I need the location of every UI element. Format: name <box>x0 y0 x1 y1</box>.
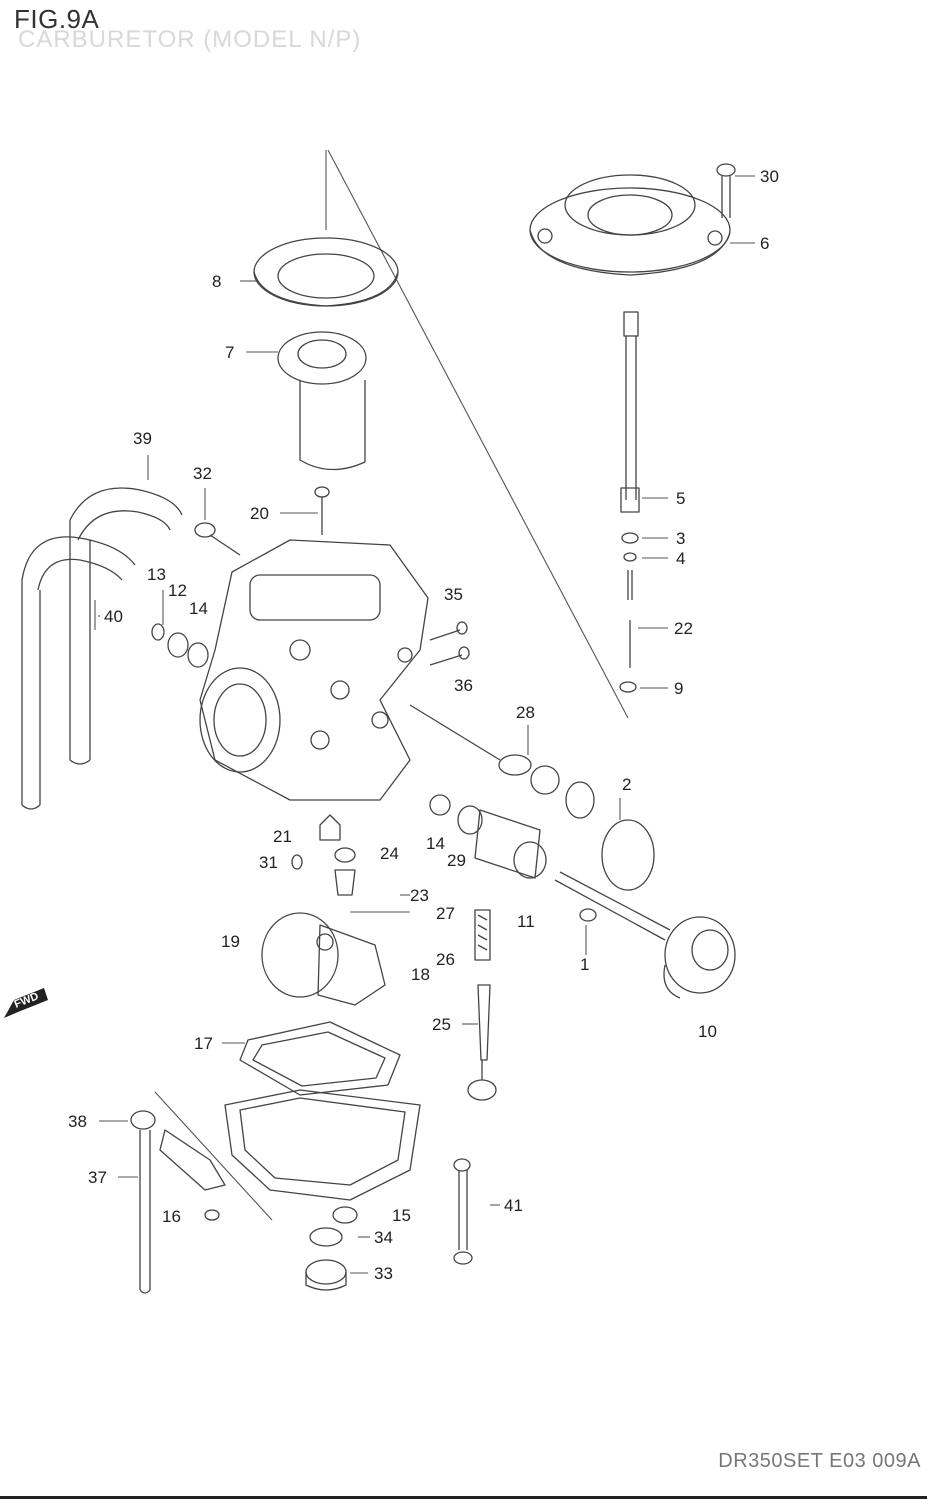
callout-24: 24 <box>380 844 399 863</box>
accelerator-pump-part <box>261 912 386 1006</box>
callout-20: 20 <box>250 504 269 523</box>
callout-39: 39 <box>133 429 152 448</box>
screw-35-part <box>429 621 468 641</box>
callout-33: 33 <box>374 1264 393 1283</box>
spring-11-part <box>429 794 547 879</box>
callout-37: 37 <box>88 1168 107 1187</box>
drain-screw-41-part <box>453 1158 473 1265</box>
figure-title: FIG.9A <box>14 4 100 34</box>
o-rings-part <box>151 623 209 668</box>
callout-18: 18 <box>411 965 430 984</box>
float-bowl-part <box>224 1089 421 1224</box>
throttle-pulley-part <box>663 916 736 999</box>
main-jet-part <box>291 814 356 896</box>
drain-plug-part <box>305 1227 347 1291</box>
callout-34: 34 <box>374 1228 393 1247</box>
callout-16: 16 <box>162 1207 181 1226</box>
throttle-stop-part <box>409 704 595 819</box>
figure-code: DR350SET E03 009A <box>718 1450 921 1472</box>
callout-21: 21 <box>273 827 292 846</box>
fwd-arrow-icon: FWD <box>4 988 48 1018</box>
callout-23: 23 <box>410 886 429 905</box>
figure-subtitle: CARBURETOR (MODEL N/P) <box>18 26 362 53</box>
piston-valve-part <box>277 331 367 471</box>
callout-7: 7 <box>225 343 234 362</box>
callout-2: 2 <box>622 775 631 794</box>
hose-39-part <box>69 487 183 765</box>
drain-hose-part <box>130 1110 226 1294</box>
alignment-line <box>327 149 629 719</box>
callout-17: 17 <box>194 1034 213 1053</box>
callout-12: 12 <box>168 581 187 600</box>
callout-14b: 14 <box>426 834 445 853</box>
screw-20-part <box>314 486 330 535</box>
callout-14a: 14 <box>189 599 208 618</box>
callout-6: 6 <box>760 234 769 253</box>
callout-4: 4 <box>676 549 685 568</box>
callout-5: 5 <box>676 489 685 508</box>
callout-13: 13 <box>147 565 166 584</box>
callout-22: 22 <box>674 619 693 638</box>
screw-30-part <box>716 163 736 218</box>
callout-11: 11 <box>517 912 535 931</box>
callout-15: 15 <box>392 1206 411 1225</box>
callout-35: 35 <box>444 585 463 604</box>
throttle-shaft-part <box>554 871 671 941</box>
callout-3: 3 <box>676 529 685 548</box>
fitting-32-part <box>194 522 241 556</box>
cable-bracket-part <box>601 819 655 891</box>
callout-26: 26 <box>436 950 455 969</box>
float-gasket-part <box>239 1021 401 1096</box>
callout-1: 1 <box>580 955 589 974</box>
callout-8: 8 <box>212 272 221 291</box>
callout-40: 40 <box>104 607 123 626</box>
callout-38: 38 <box>68 1112 87 1131</box>
callout-28: 28 <box>516 703 535 722</box>
callout-19: 19 <box>221 932 240 951</box>
callout-27: 27 <box>436 904 455 923</box>
jet-needle-part <box>619 311 640 693</box>
pilot-screw-part <box>467 909 497 1101</box>
alignment-line <box>154 1091 273 1221</box>
leader-lines <box>94 175 755 1274</box>
screw-36-part <box>429 646 470 666</box>
callout-29: 29 <box>447 851 466 870</box>
callout-31: 31 <box>259 853 278 872</box>
carburetor-body-part <box>199 539 429 801</box>
callout-9: 9 <box>674 679 683 698</box>
diaphragm-part <box>253 237 399 307</box>
callout-41: 41 <box>504 1196 523 1215</box>
callout-36: 36 <box>454 676 473 695</box>
hose-40-part <box>21 536 136 810</box>
top-cap-part <box>529 174 731 276</box>
callout-32: 32 <box>193 464 212 483</box>
callout-30: 30 <box>760 167 779 186</box>
callout-10: 10 <box>698 1022 717 1041</box>
callout-25: 25 <box>432 1015 451 1034</box>
bottom-rule <box>0 1496 927 1499</box>
